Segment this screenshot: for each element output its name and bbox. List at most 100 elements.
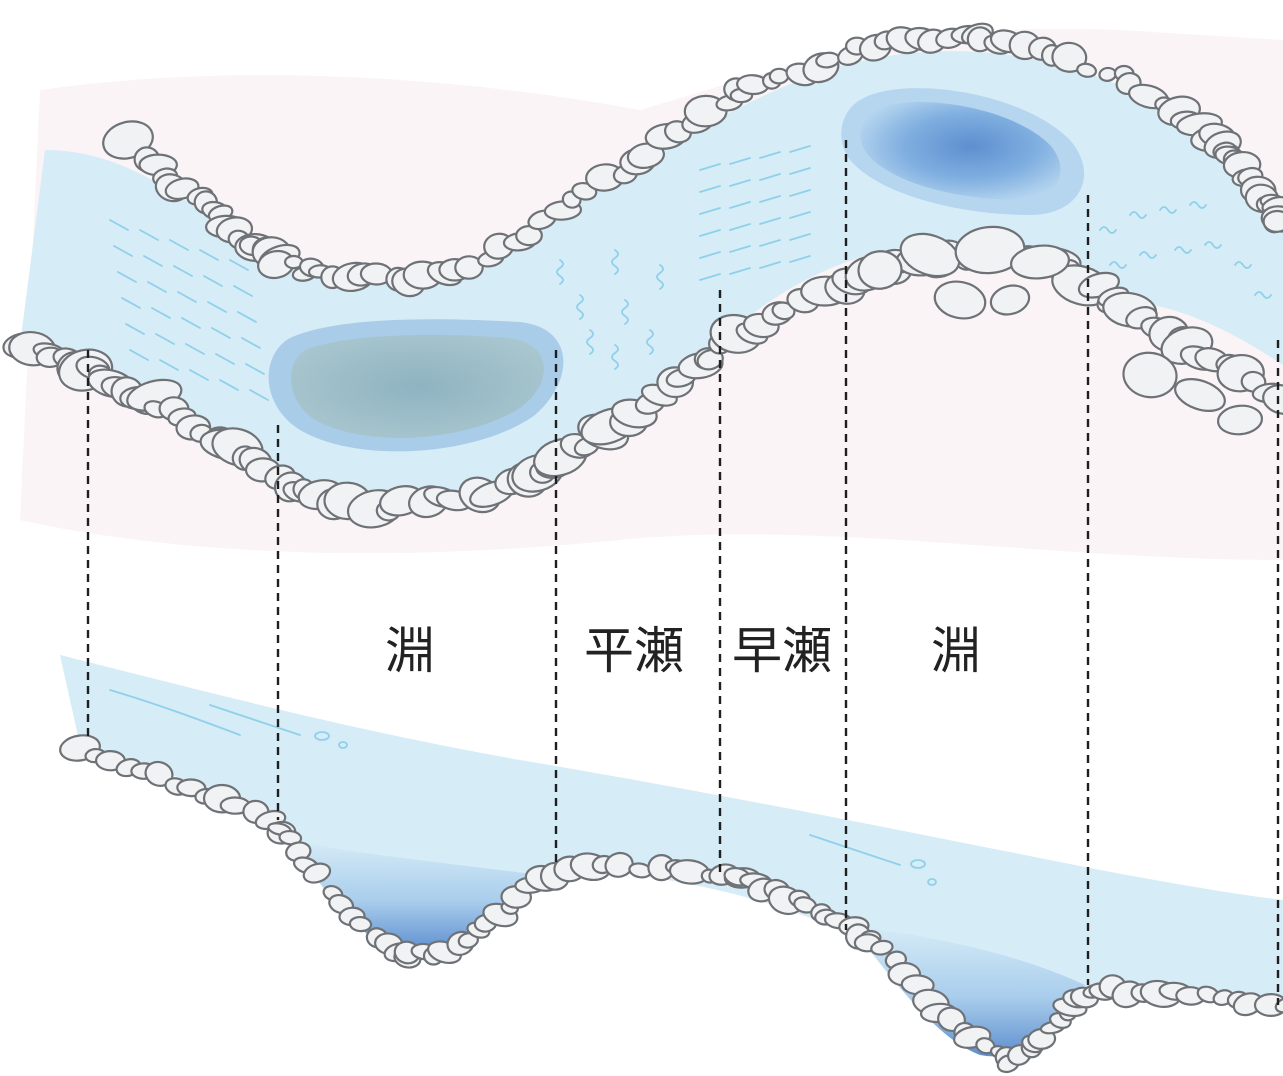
ripple-wave (611, 249, 619, 275)
zone-label-rapid-riffle: 早瀬 (732, 622, 832, 680)
ripple-dash (759, 151, 781, 159)
bank-stone (454, 255, 484, 280)
ripple-dash (147, 281, 167, 293)
ripple-dash (699, 273, 721, 281)
bank-stone (696, 348, 724, 371)
ripple-dash (759, 217, 781, 225)
section-flow-line-3 (809, 834, 901, 866)
ripple-dash (181, 317, 201, 329)
ripple-dash (139, 229, 159, 241)
ripple-wave (1204, 241, 1222, 249)
ripple-dash (109, 219, 129, 231)
bank-stone (1216, 404, 1264, 436)
ripple-dash (241, 337, 261, 349)
ripple-wave (1254, 291, 1272, 299)
ripple-dash (173, 265, 193, 277)
ripple-dash (699, 207, 721, 215)
ripple-dash (699, 229, 721, 237)
ripple-dash (159, 359, 179, 371)
ripple-dash (151, 307, 171, 319)
ripple-wave (621, 299, 629, 325)
ripple-dash (789, 167, 811, 175)
bed-stone (278, 829, 303, 846)
bank-stone (1174, 378, 1226, 412)
zone-label-pool-1: 淵 (385, 622, 435, 680)
ripple-dash (121, 297, 141, 309)
ripple-dash (169, 239, 189, 251)
ripple-dash (699, 163, 721, 171)
ripple-dash (729, 267, 751, 275)
ripple-dash (729, 201, 751, 209)
ripple-dash (207, 301, 227, 313)
bank-stone (857, 250, 903, 290)
bubble-2 (338, 741, 348, 749)
bed-stone (302, 862, 332, 884)
bank-stone (933, 280, 987, 320)
ripple-dash (155, 333, 175, 345)
ripple-dash (699, 251, 721, 259)
ripple-dash (229, 259, 249, 271)
ripple-dash (189, 369, 209, 381)
ripple-dash (759, 173, 781, 181)
bed-stone (457, 932, 479, 949)
plan-view (2, 22, 1283, 529)
ripple-dash (789, 255, 811, 263)
bed-stone (870, 939, 894, 956)
ripple-dash (233, 285, 253, 297)
ripple-wave (576, 294, 584, 320)
bank-stone (1262, 209, 1283, 233)
bed-stone (348, 915, 373, 933)
ripple-wave (586, 329, 594, 355)
ripple-dash (249, 389, 269, 401)
bank-stone (954, 225, 1026, 275)
ripple-marks (109, 145, 1272, 401)
ripple-dash (143, 255, 163, 267)
bank-stone (989, 284, 1031, 316)
bank-stone (1262, 384, 1283, 415)
ripple-dash (699, 185, 721, 193)
zone-labels: 淵 平瀬 早瀬 淵 (385, 622, 981, 680)
ripple-wave (646, 329, 654, 355)
ripple-dash (729, 157, 751, 165)
lower-bank-stones (2, 225, 1283, 529)
ripple-dash (729, 223, 751, 231)
ripple-dash (211, 327, 231, 339)
ripple-dash (219, 379, 239, 391)
ripple-wave (1234, 261, 1252, 269)
pool-left-inner (291, 334, 544, 438)
section-view (59, 655, 1283, 1074)
ripple-dash (729, 245, 751, 253)
zone-dividers (86, 140, 1280, 1005)
bank-stone (771, 301, 796, 321)
zone-label-flat-riffle: 平瀬 (584, 622, 684, 680)
ripple-dash (117, 271, 137, 283)
ripple-dash (177, 291, 197, 303)
ripple-dash (237, 311, 257, 323)
bubble-4 (927, 878, 937, 886)
ripple-dash (215, 353, 235, 365)
bank-stone (1051, 41, 1088, 73)
ripple-wave (1189, 201, 1207, 209)
section-pool-right (850, 925, 1085, 1057)
ripple-dash (199, 249, 219, 261)
upper-bank-stones (102, 22, 1283, 298)
ripple-wave (1174, 246, 1192, 254)
ripple-wave (1099, 226, 1117, 234)
ripple-dash (185, 343, 205, 355)
ripple-wave (611, 344, 619, 370)
ripple-dash (113, 245, 133, 257)
bed-stone (604, 851, 634, 878)
ripple-wave (1139, 251, 1157, 259)
ripple-dash (245, 363, 265, 375)
zone-label-pool-2: 淵 (931, 622, 981, 680)
bank-stone (899, 232, 961, 278)
bubble-3 (910, 859, 926, 869)
ripple-wave (1129, 211, 1147, 219)
ripple-dash (789, 189, 811, 197)
ripple-wave (656, 264, 664, 290)
section-flow-line-2 (209, 704, 301, 736)
ripple-dash (203, 275, 223, 287)
ripple-dash (729, 179, 751, 187)
